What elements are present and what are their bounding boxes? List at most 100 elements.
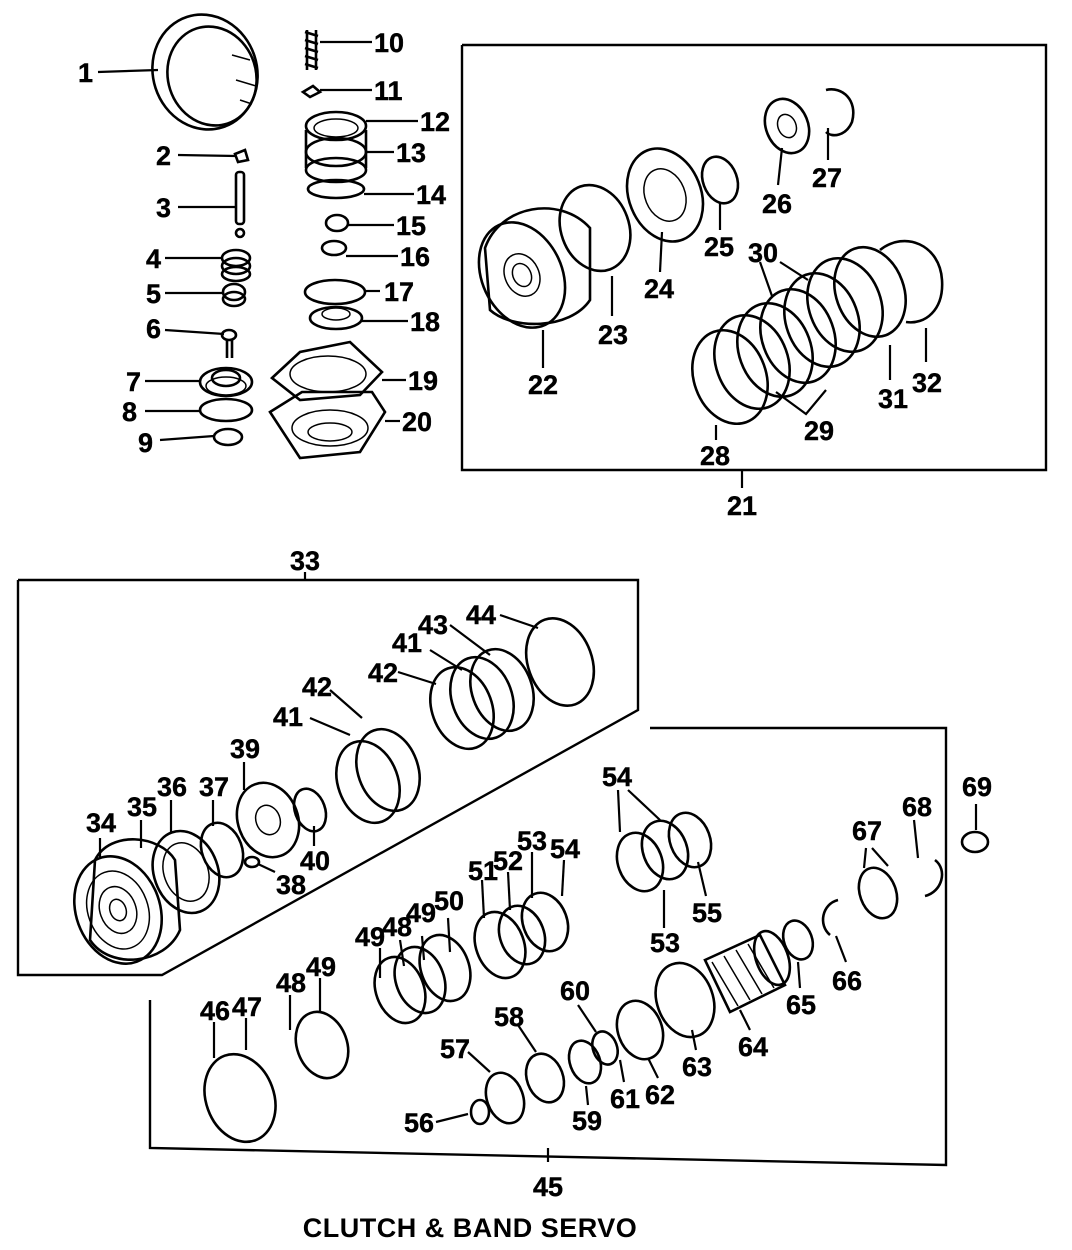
part-37-spring bbox=[199, 821, 245, 879]
callout-68: 68 bbox=[902, 792, 932, 822]
leader-52 bbox=[506, 871, 512, 911]
callout-6: 6 bbox=[146, 314, 161, 344]
diagram-title: CLUTCH & BAND SERVO bbox=[302, 1213, 638, 1243]
leader-62 bbox=[647, 1057, 659, 1079]
callout-60: 60 bbox=[560, 976, 590, 1006]
callout-56: 56 bbox=[404, 1108, 434, 1138]
callout-31: 31 bbox=[878, 384, 908, 414]
part-28-32-clutch-pack bbox=[691, 239, 944, 426]
callout-63: 63 bbox=[682, 1052, 712, 1082]
part-36-piston bbox=[151, 829, 221, 915]
callout-44: 44 bbox=[466, 600, 496, 630]
callout-59: 59 bbox=[572, 1106, 602, 1136]
callout-21: 21 bbox=[727, 491, 757, 521]
leader-57 bbox=[467, 1051, 491, 1073]
leader-24 bbox=[658, 231, 664, 273]
part-16-washer bbox=[320, 239, 348, 257]
callout-48: 48 bbox=[276, 968, 306, 998]
callout-38: 38 bbox=[276, 870, 306, 900]
leader-56 bbox=[435, 1112, 469, 1124]
leader-61 bbox=[618, 1059, 626, 1083]
callout-24: 24 bbox=[644, 274, 674, 304]
part-66-snap-ring bbox=[821, 898, 839, 936]
part-59-ring bbox=[567, 1039, 603, 1085]
callout-51: 51 bbox=[468, 856, 498, 886]
part-51-ring bbox=[473, 910, 527, 980]
callout-52: 52 bbox=[493, 846, 523, 876]
callout-5: 5 bbox=[146, 279, 161, 309]
part-23-seal bbox=[558, 183, 632, 273]
frame-group-21 bbox=[460, 43, 1048, 472]
part-4-spring bbox=[220, 248, 252, 283]
part-2-nut bbox=[233, 148, 250, 164]
leader-29 bbox=[775, 389, 827, 416]
callout-57: 57 bbox=[440, 1034, 470, 1064]
callout-28: 28 bbox=[700, 441, 730, 471]
callout-69: 69 bbox=[962, 772, 992, 802]
callout-34: 34 bbox=[86, 808, 116, 838]
callout-37: 37 bbox=[199, 772, 229, 802]
part-3-pin bbox=[234, 170, 246, 239]
callout-64: 64 bbox=[738, 1032, 768, 1062]
part-20-housing bbox=[268, 390, 387, 460]
callout-50: 50 bbox=[434, 886, 464, 916]
callout-12: 12 bbox=[420, 107, 450, 137]
part-8-ring bbox=[198, 397, 254, 423]
callout-1: 1 bbox=[78, 58, 93, 88]
callout-14: 14 bbox=[416, 180, 446, 210]
part-58-gear bbox=[524, 1052, 566, 1104]
part-34-35-drum bbox=[72, 838, 182, 965]
part-39-retainer bbox=[235, 781, 301, 859]
callout-23: 23 bbox=[598, 320, 628, 350]
callout-49-c: 49 bbox=[406, 898, 436, 928]
callout-22: 22 bbox=[528, 370, 558, 400]
leader-6 bbox=[164, 328, 225, 336]
part-52-54-gears bbox=[497, 891, 570, 966]
part-22-drum bbox=[477, 207, 592, 329]
callout-67: 67 bbox=[852, 816, 882, 846]
part-57-gear bbox=[484, 1071, 526, 1125]
part-67-hub bbox=[857, 866, 899, 920]
callout-27: 27 bbox=[812, 163, 842, 193]
part-63-ring bbox=[654, 961, 716, 1039]
callout-65: 65 bbox=[786, 990, 816, 1020]
part-62-ring bbox=[615, 999, 665, 1061]
callout-41: 41 bbox=[273, 702, 303, 732]
callout-55: 55 bbox=[692, 898, 722, 928]
leader-66 bbox=[834, 935, 848, 963]
part-41-42-plates-a bbox=[335, 727, 421, 825]
part-64-shaft bbox=[703, 929, 792, 1014]
leader-59 bbox=[584, 1085, 590, 1106]
callout-41-b: 41 bbox=[392, 628, 422, 658]
part-25-seal bbox=[700, 155, 740, 205]
callout-40: 40 bbox=[300, 846, 330, 876]
callout-42: 42 bbox=[302, 672, 332, 702]
part-56-washer bbox=[469, 1098, 491, 1126]
callout-26: 26 bbox=[762, 189, 792, 219]
part-44-ring bbox=[524, 617, 596, 707]
part-11-clip bbox=[300, 84, 323, 99]
callout-18: 18 bbox=[410, 307, 440, 337]
callout-10: 10 bbox=[374, 28, 404, 58]
callout-20: 20 bbox=[402, 407, 432, 437]
part-65-ring bbox=[781, 919, 815, 961]
callout-29: 29 bbox=[804, 416, 834, 446]
part-53-55-gears bbox=[615, 811, 713, 893]
callout-49: 49 bbox=[306, 952, 336, 982]
leader-58 bbox=[517, 1024, 537, 1053]
leader-1 bbox=[97, 68, 159, 74]
leader-30 bbox=[758, 261, 809, 297]
callout-32: 32 bbox=[912, 368, 942, 398]
part-26-retainer bbox=[763, 97, 811, 155]
part-69-seal bbox=[960, 830, 990, 854]
leader-67 bbox=[862, 847, 889, 869]
callout-54-b: 54 bbox=[602, 762, 632, 792]
callout-7: 7 bbox=[126, 367, 141, 397]
leader-44 bbox=[499, 613, 539, 630]
callout-numbers: 1 2 3 4 5 6 7 8 9 10 11 12 13 14 15 16 1… bbox=[78, 28, 992, 1202]
part-38-ring bbox=[243, 855, 261, 869]
callout-4: 4 bbox=[146, 244, 161, 274]
callout-25: 25 bbox=[704, 232, 734, 262]
leader-41-43-b bbox=[397, 624, 491, 686]
part-24-piston bbox=[625, 147, 705, 243]
